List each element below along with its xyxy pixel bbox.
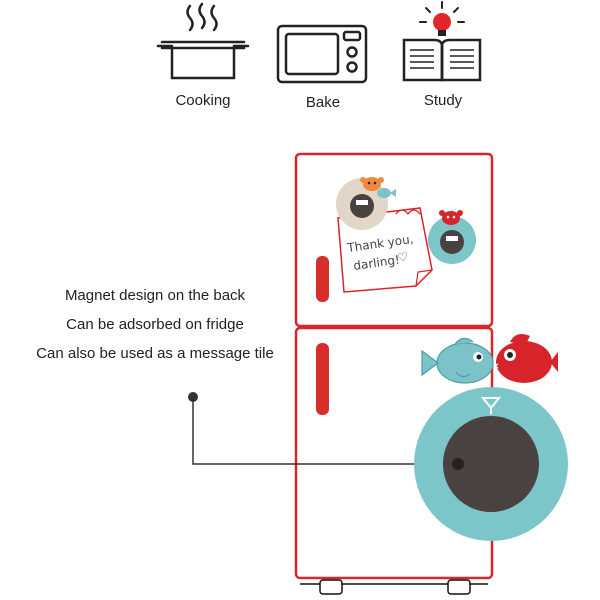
large-timer bbox=[414, 387, 568, 541]
microwave-icon bbox=[276, 24, 368, 84]
fridge-foot-left bbox=[319, 579, 343, 595]
icon-label: Study bbox=[423, 92, 463, 109]
note-heart: ♡ bbox=[396, 250, 409, 265]
teal-timer bbox=[428, 210, 476, 264]
cooking-pot-icon bbox=[156, 2, 250, 80]
crab-red-icon bbox=[439, 210, 463, 225]
beige-timer bbox=[336, 177, 396, 230]
callout-pointer bbox=[188, 392, 458, 465]
feature-text-1: Magnet design on the back bbox=[64, 287, 246, 304]
fish-blue-icon bbox=[421, 337, 494, 384]
note-line-2: darling! bbox=[352, 253, 400, 273]
arrow-down-icon bbox=[480, 397, 502, 414]
fish-tiny-blue-icon bbox=[377, 188, 396, 198]
fridge-top-handle bbox=[316, 256, 329, 302]
crab-orange-icon bbox=[360, 177, 384, 191]
bake-group: Bake bbox=[268, 0, 378, 111]
cooking-group: Cooking bbox=[148, 0, 258, 109]
fridge-top-door bbox=[294, 152, 494, 328]
study-group: Study bbox=[388, 0, 498, 109]
fridge-bottom-handle bbox=[316, 343, 329, 415]
feature-text-2: Can be adsorbed on fridge bbox=[66, 316, 244, 333]
fish-red-icon bbox=[495, 334, 558, 383]
fridge-foot-right bbox=[447, 579, 471, 595]
icon-label: Cooking bbox=[175, 92, 231, 109]
feature-text-3: Can also be used as a message tile bbox=[36, 345, 274, 362]
icon-label: Bake bbox=[305, 94, 341, 111]
book-lightbulb-icon bbox=[402, 1, 482, 82]
